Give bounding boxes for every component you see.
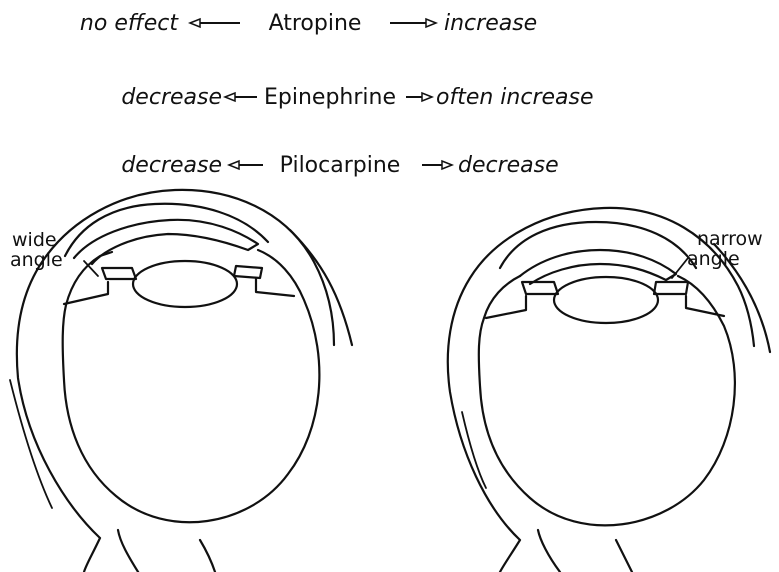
narrow-angle-label-line1: narrow [697, 228, 763, 250]
epinephrine-left-effect: decrease [121, 85, 222, 110]
right-arrow-icon [390, 19, 436, 27]
atropine-left-effect: no effect [80, 11, 179, 36]
drug-row-pilocarpine: decrease Pilocarpine decrease [121, 153, 558, 178]
right-arrow-icon [406, 93, 432, 101]
epinephrine-right-effect: often increase [436, 85, 594, 110]
anterior-chamber [74, 220, 258, 264]
iris-left [102, 268, 136, 279]
eye-narrow-angle: narrow angle [448, 208, 770, 572]
iris-left [522, 282, 558, 294]
iris-right [234, 266, 262, 278]
eye-wide-angle: wide angle [10, 190, 352, 572]
epinephrine-label: Epinephrine [264, 85, 396, 110]
wide-angle-label-line1: wide [12, 229, 57, 251]
lens-shape [133, 261, 237, 307]
anterior-chamber [520, 250, 676, 284]
drug-row-atropine: no effect Atropine increase [80, 11, 537, 36]
pilocarpine-left-effect: decrease [121, 153, 222, 178]
inner-sclera [479, 276, 735, 572]
ciliary-body [64, 278, 294, 304]
inner-sclera [63, 250, 320, 572]
lens-shape [554, 277, 658, 323]
iris-right [654, 282, 688, 294]
right-arrow-icon [422, 161, 452, 169]
cornea [500, 222, 696, 268]
left-extra-line [10, 380, 52, 508]
atropine-label: Atropine [269, 11, 362, 36]
left-arrow-icon [229, 161, 263, 169]
left-arrow-icon [190, 19, 240, 27]
left-arrow-icon [225, 93, 257, 101]
atropine-right-effect: increase [444, 11, 537, 36]
pilocarpine-right-effect: decrease [458, 153, 559, 178]
wide-angle-label-line2: angle [10, 249, 63, 271]
pilocarpine-label: Pilocarpine [280, 153, 401, 178]
ciliary-body [486, 296, 724, 318]
outer-sclera-right [290, 230, 352, 345]
drug-row-epinephrine: decrease Epinephrine often increase [121, 85, 593, 110]
